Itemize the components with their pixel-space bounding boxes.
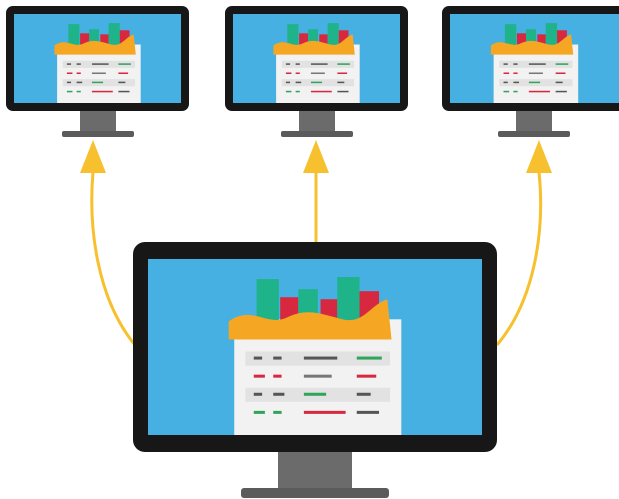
- target-monitor-left: [6, 6, 189, 139]
- monitor-neck: [516, 111, 552, 131]
- monitor-foot: [241, 488, 389, 498]
- monitor-neck: [278, 452, 352, 488]
- dashboard-chart-icon: [233, 14, 400, 103]
- monitor-foot: [498, 131, 570, 137]
- arrowhead-right: [526, 140, 552, 173]
- target-monitor-right: [442, 6, 619, 139]
- monitor-neck: [299, 111, 335, 131]
- source-monitor: [133, 242, 497, 499]
- monitor-foot: [281, 131, 353, 137]
- arrowhead-center: [303, 140, 329, 173]
- arrow-up-icon: [495, 171, 543, 346]
- dashboard-chart-icon: [148, 259, 482, 435]
- dashboard-chart-icon: [14, 14, 181, 103]
- monitor-neck: [80, 111, 116, 131]
- target-monitor-center: [225, 6, 408, 139]
- arrow-up-icon: [90, 171, 137, 346]
- monitor-foot: [62, 131, 134, 137]
- arrowhead-left: [80, 140, 106, 173]
- dashboard-chart-icon: [450, 14, 619, 103]
